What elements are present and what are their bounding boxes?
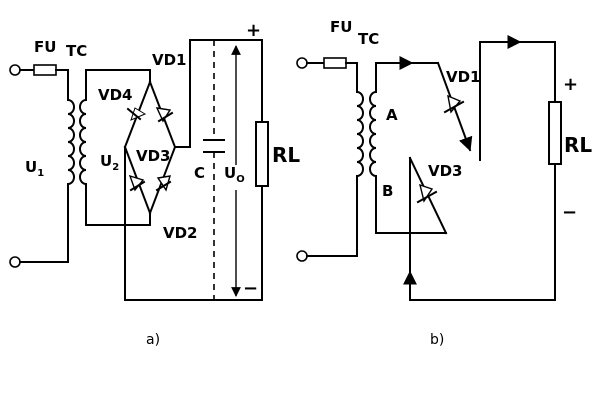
transformer-label: TC [66,42,87,60]
load-label: RL [272,143,300,167]
diode-label-vd1: VD1 [446,68,481,86]
negative-sign: − [562,202,577,223]
transformer-label: TC [358,30,379,48]
half-cycle-current-path-diagram-b: FU TC A B VD1 VD3 RL + − b) [296,18,592,348]
diode-label-vd3: VD3 [428,162,463,180]
primary-coil [355,90,364,178]
caption-a: a) [146,332,160,348]
output-voltage-label: UO [224,164,245,185]
load-resistor [548,101,562,165]
diode-label-vd4: VD4 [98,86,133,104]
diode-label-vd2: VD2 [163,224,198,242]
secondary-coil [369,90,378,178]
bridge-rectifier-diagram-a: FU TC U1 U2 VD1 VD4 VD3 VD2 C UO RL + − … [9,20,300,348]
negative-sign: − [243,278,258,299]
input-terminal-bottom [9,256,21,268]
node-label-b: B [382,182,393,200]
positive-sign: + [563,74,578,95]
fuse [323,57,347,69]
diode-vd1-symbol [443,94,465,114]
load-resistor [255,121,269,187]
diode-label-vd1: VD1 [152,51,187,69]
positive-sign: + [246,20,261,41]
caption-b: b) [430,332,444,348]
input-voltage-label: U1 [25,158,44,179]
input-terminal-bottom [296,250,308,262]
diode-vd1-symbol [155,107,174,123]
secondary-coil [79,98,88,186]
fuse [33,64,57,76]
diode-vd3-symbol [416,183,438,204]
diode-vd3-symbol [128,174,146,192]
capacitor-label: C [194,164,205,182]
node-label-a: A [386,106,398,124]
input-terminal-top [9,64,21,76]
diode-vd4-symbol [126,107,147,121]
primary-coil [66,98,75,186]
diode-label-vd3: VD3 [136,147,171,165]
secondary-voltage-label: U2 [100,152,119,173]
fuse-label: FU [34,38,56,56]
fuse-label: FU [330,18,352,36]
load-label: RL [564,133,592,157]
input-terminal-top [296,57,308,69]
diode-vd2-symbol [155,175,172,192]
